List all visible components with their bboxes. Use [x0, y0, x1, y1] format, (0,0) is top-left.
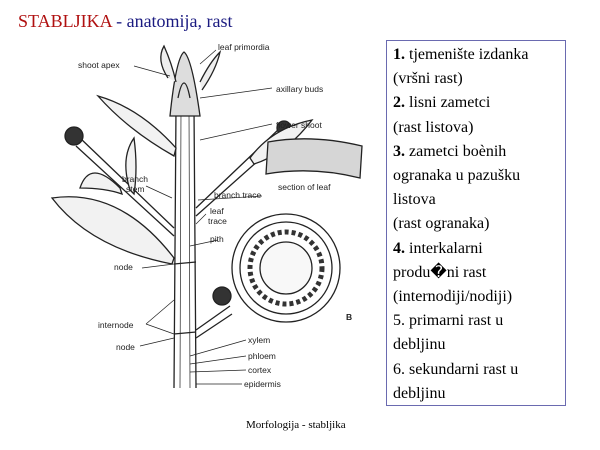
label-node-1: node	[114, 262, 133, 272]
list-line: 3. zametci boènih	[393, 142, 507, 160]
list-line: (vršni rast)	[393, 70, 463, 88]
label-pith: pith	[210, 234, 224, 244]
lower-branch	[195, 305, 233, 339]
slide-footer: Morfologija - stabljika	[246, 419, 346, 431]
list-line: (rast ogranaka)	[393, 215, 490, 233]
list-number: 3.	[393, 142, 405, 160]
title-separator: -	[111, 11, 127, 31]
title-sub: anatomija, rast	[126, 11, 233, 31]
left-flower-bud	[64, 126, 84, 146]
list-line: 6. sekundarni rast u	[393, 360, 519, 378]
label-leaf: leaf	[210, 206, 224, 216]
lower-left-leaf	[50, 196, 175, 265]
list-line: debljinu	[393, 336, 446, 354]
list-line: listova	[393, 191, 436, 209]
label-flower-shoot: flower shoot	[276, 120, 322, 130]
leaf-section	[265, 138, 363, 179]
label-trace: trace	[208, 216, 227, 226]
label-stem: stem	[126, 184, 144, 194]
list-line: ogranaka u pazušku	[393, 167, 521, 185]
label-section-of-leaf: section of leaf	[278, 182, 331, 192]
list-line: 5. primarni rast u	[393, 312, 504, 330]
main-stem	[173, 107, 197, 389]
label-branch-trace: branch trace	[214, 190, 262, 200]
stem-anatomy-diagram: shoot apex leaf primordia axillary buds …	[50, 42, 363, 389]
list-line: 1. tjemenište izdanka	[393, 46, 529, 63]
list-line: 2. lisni zametci	[393, 94, 491, 112]
label-leaf-primordia: leaf primordia	[218, 42, 270, 52]
diagram-drawing	[50, 44, 363, 389]
lower-bud	[212, 286, 232, 306]
label-epidermis: epidermis	[244, 379, 281, 389]
list-line: debljinu	[393, 384, 446, 402]
list-line: (rast listova)	[393, 118, 474, 136]
list-number: 2.	[393, 94, 405, 112]
list-number: 4.	[393, 239, 405, 257]
title-main: STABLJIKA	[18, 11, 112, 31]
label-internode: internode	[98, 320, 134, 330]
growth-list-box: 1. tjemenište izdanka (vršni rast) 2. li…	[386, 40, 566, 406]
label-phloem: phloem	[248, 351, 276, 361]
label-xylem: xylem	[248, 335, 270, 345]
label-branch: branch	[122, 174, 148, 184]
left-branch	[75, 137, 175, 237]
label-figure-letter: B	[346, 312, 352, 322]
label-shoot-apex: shoot apex	[78, 60, 120, 70]
upper-left-leaf	[96, 94, 177, 157]
list-line: 4. interkalarni	[393, 239, 483, 257]
label-cortex: cortex	[248, 365, 272, 375]
label-axillary-buds: axillary buds	[276, 84, 323, 94]
list-number: 1.	[393, 46, 405, 63]
list-line: produ�ni rast	[393, 263, 487, 281]
slide-title: STABLJIKA - anatomija, rast	[18, 10, 233, 32]
list-line: (internodiji/nodiji)	[393, 288, 513, 306]
label-node-2: node	[116, 342, 135, 352]
